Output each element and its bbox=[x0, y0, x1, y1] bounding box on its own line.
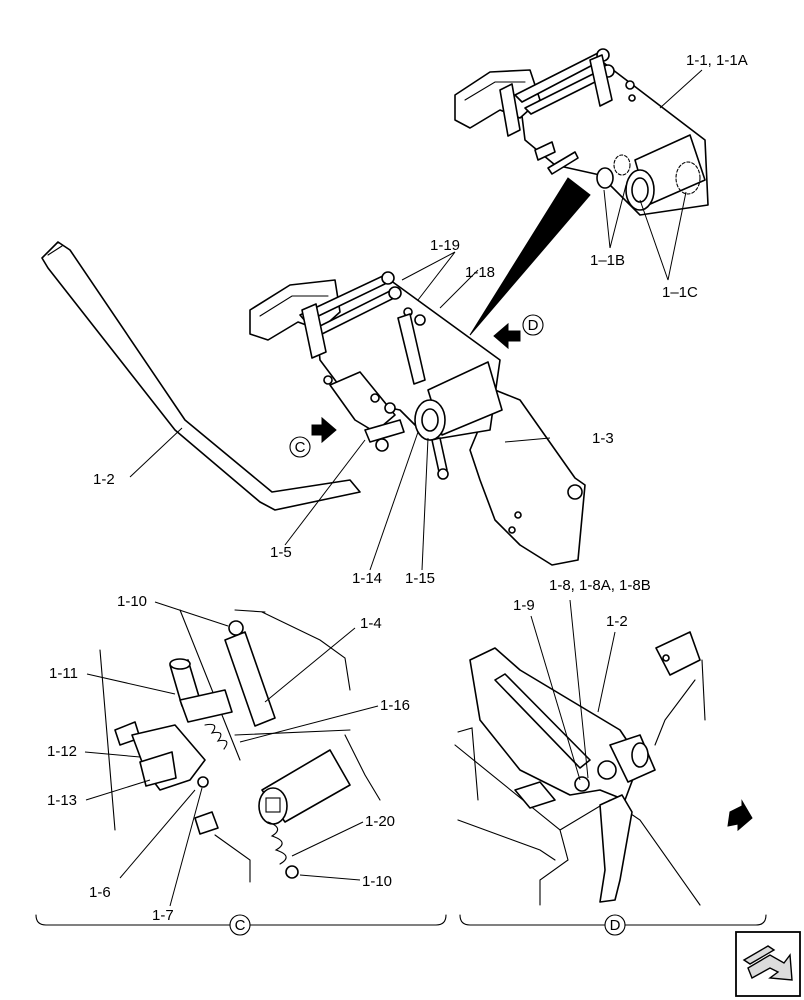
detail-view-c bbox=[99, 609, 381, 883]
callout-1-9: 1-9 bbox=[513, 597, 535, 614]
view-d-marker: D bbox=[528, 317, 539, 334]
callout-1-18: 1-18 bbox=[465, 264, 495, 281]
upper-bracket-detail bbox=[454, 48, 709, 216]
view-d-arrow: D bbox=[493, 314, 544, 350]
callout-1-11: 1-11 bbox=[49, 665, 78, 682]
view-c-bracket bbox=[35, 914, 447, 926]
page-turn-arrow-icon[interactable] bbox=[735, 931, 801, 997]
callout-1-8: 1-8, 1-8A, 1-8B bbox=[549, 577, 651, 594]
callout-1-1c: 1–1C bbox=[662, 284, 698, 301]
callout-1-12: 1-12 bbox=[47, 743, 77, 760]
view-c-label: C bbox=[235, 917, 246, 934]
callout-1-2: 1-2 bbox=[93, 471, 115, 488]
callout-1-10-top: 1-10 bbox=[117, 593, 147, 610]
callout-1-4: 1-4 bbox=[360, 615, 382, 632]
callout-1-15: 1-15 bbox=[405, 570, 435, 587]
view-d-bracket bbox=[459, 914, 767, 926]
callout-1-5: 1-5 bbox=[270, 544, 292, 561]
callout-1-1b: 1–1B bbox=[590, 252, 625, 269]
callout-1-19: 1-19 bbox=[430, 237, 460, 254]
leader-lines bbox=[84, 69, 703, 907]
callout-1-10-bottom: 1-10 bbox=[362, 873, 392, 890]
callout-1-2-view-d: 1-2 bbox=[606, 613, 628, 630]
callout-1-3: 1-3 bbox=[592, 430, 614, 447]
callout-1-7: 1-7 bbox=[152, 907, 174, 924]
callout-1-6: 1-6 bbox=[89, 884, 111, 901]
callout-1-16: 1-16 bbox=[380, 697, 410, 714]
view-c-arrow: C bbox=[289, 416, 337, 458]
callout-1-14: 1-14 bbox=[352, 570, 382, 587]
main-pedal-assembly bbox=[41, 241, 586, 566]
view-d-label: D bbox=[610, 917, 621, 934]
callout-1-13: 1-13 bbox=[47, 792, 77, 809]
callout-1-1: 1-1, 1-1A bbox=[686, 52, 748, 69]
detail-view-d bbox=[454, 631, 753, 906]
view-c-marker: C bbox=[295, 439, 306, 456]
callout-1-20: 1-20 bbox=[365, 813, 395, 830]
detail-pointer bbox=[469, 177, 591, 336]
